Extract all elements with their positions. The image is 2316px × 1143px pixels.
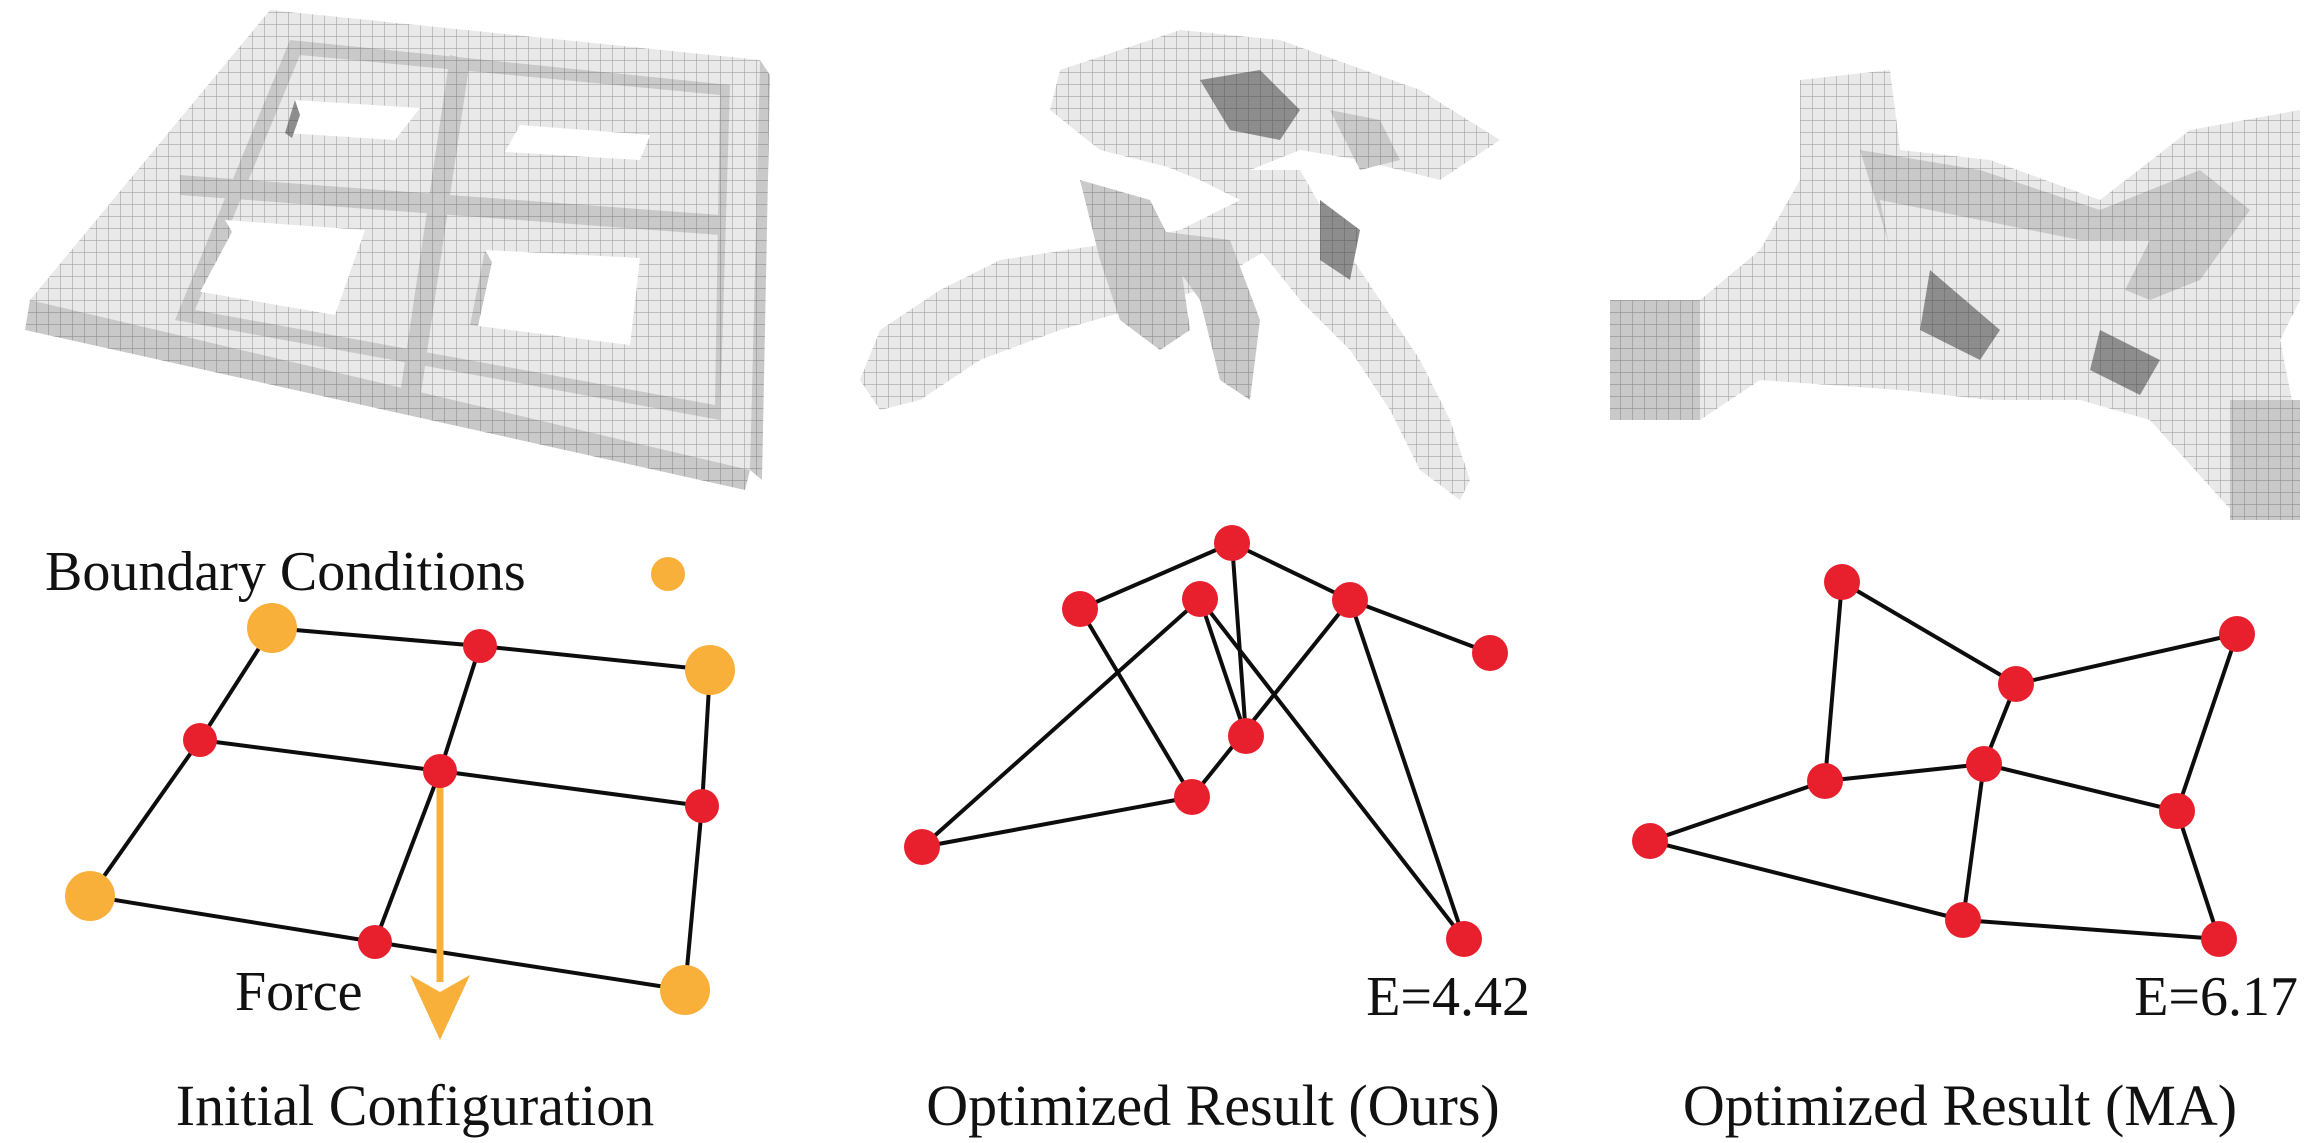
graph-edge [1961,763,1986,921]
frame-hole [190,220,365,315]
graph-node [358,925,392,959]
voxel-initial-render [25,10,770,490]
frame-hole [285,100,420,140]
graph-edge [89,894,376,944]
graph-node [2159,793,2195,829]
voxel-ma-render [1610,70,2300,520]
graph-node [1945,902,1981,938]
graph-edge [374,940,686,992]
caption-ours: Optimized Result (Ours) [926,1073,1499,1138]
graph-node [463,629,497,663]
graph-edge [438,645,482,772]
graph-node [1174,779,1210,815]
graph-node [2201,921,2237,957]
graph-edge [2015,632,2238,686]
force-arrow [410,771,470,1040]
graph-edge [683,805,704,991]
graph-node [1062,591,1098,627]
graph-edge [1983,762,2178,813]
graph-edge [1348,599,1466,940]
graph-node [183,723,217,757]
graph-edge [1649,839,1964,922]
graph-initial-nodes [65,603,735,1015]
graph-edge [1078,607,1194,799]
graph-node [2219,616,2255,652]
graph-ma-nodes [1632,564,2255,957]
force-label: Force [235,961,363,1023]
graph-edge [439,769,703,808]
boundary-node [685,645,735,695]
boundary-conditions-label: Boundary Conditions [45,541,526,603]
graph-node [1998,666,2034,702]
graph-ma [1649,580,2239,941]
boundary-node [247,603,297,653]
graph-edge [920,597,1202,849]
boundary-node [65,871,115,921]
graph-node [423,754,457,788]
graph-edge [1198,598,1248,737]
graph-edge [479,644,711,672]
frame-hole [470,250,640,345]
graph-node [1472,635,1508,671]
graph-edge [2175,633,2239,812]
graph-initial [88,626,712,992]
boundary-node [660,965,710,1015]
graph-ours-nodes [904,525,1508,957]
graph-node [1446,921,1482,957]
graph-edge [271,626,481,648]
caption-initial: Initial Configuration [176,1073,654,1138]
graph-edge [1649,779,1826,843]
graph-edge [1190,598,1352,799]
graph-node [1332,582,1368,618]
graph-node [685,789,719,823]
graph-edge [2175,810,2221,940]
boundary-legend-dot [651,557,685,591]
graph-edge [1840,580,2018,686]
graph-edge [921,795,1193,849]
graph-edge [88,738,202,898]
voxel-ours-render [860,30,1500,500]
graph-edge [1349,598,1491,655]
graph-edge [1824,762,1985,783]
caption-ma: Optimized Result (MA) [1683,1073,2237,1138]
graph-node [1807,763,1843,799]
graph-edge [1230,542,1248,737]
graph-edge [373,770,442,943]
graph-node [1228,718,1264,754]
graph-edge [199,738,441,773]
graph-edge [1079,541,1233,611]
frame-hole [505,125,650,160]
graph-node [1632,823,1668,859]
energy-ours-label: E=4.42 [1366,966,1530,1028]
graph-edge [1231,541,1351,602]
graph-ours [920,541,1491,941]
graph-node [1966,746,2002,782]
graph-edge [1823,581,1844,782]
graph-node [904,829,940,865]
graph-node [1824,564,1860,600]
energy-ma-label: E=6.17 [2134,966,2298,1028]
graph-edge [1198,597,1466,941]
graph-node [1214,525,1250,561]
graph-node [1182,581,1218,617]
graph-edge [1962,918,2220,941]
